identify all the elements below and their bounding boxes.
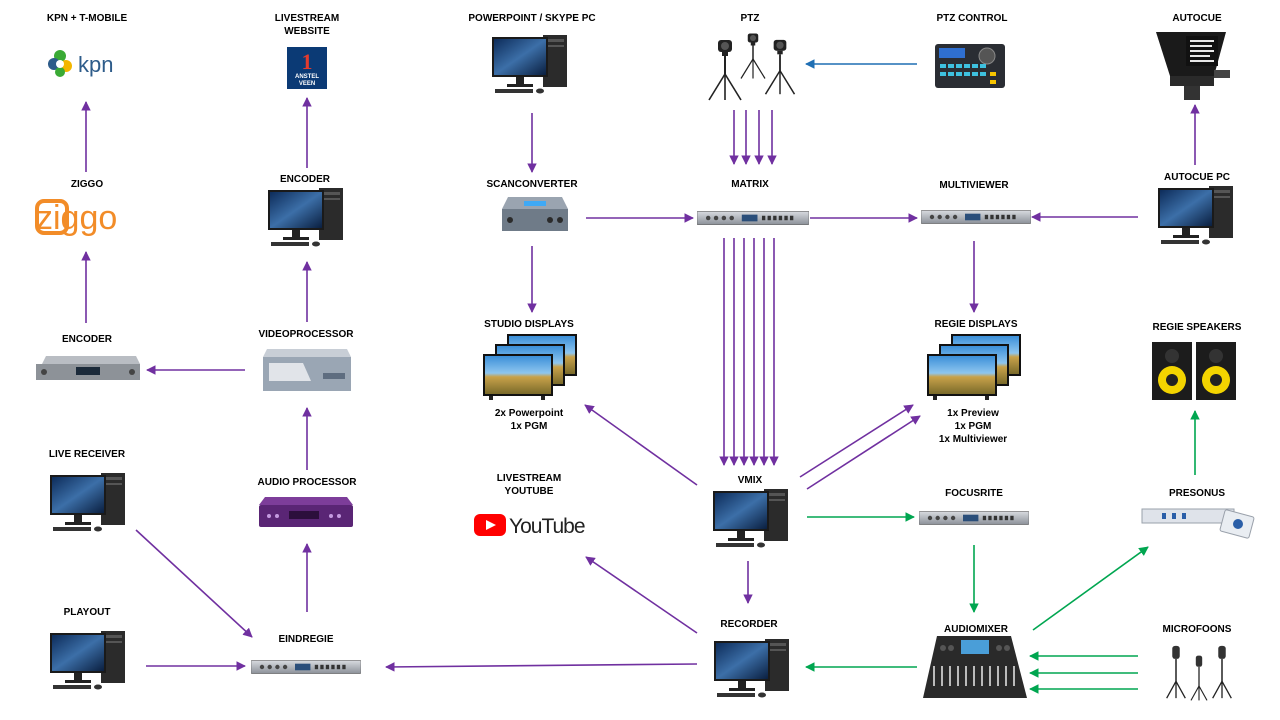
label-ptz: PTZ <box>740 13 760 24</box>
videoprocessor-icon <box>263 349 351 391</box>
label-audiomixer: AUDIOMIXER <box>944 624 1008 635</box>
label-scanconverter: SCANCONVERTER <box>486 179 578 190</box>
regie-displays-note-line1: 1x Preview <box>947 408 999 419</box>
matrix-icon <box>697 210 809 226</box>
kpn-logo-text: kpn <box>78 52 113 77</box>
label-encoder-top: ENCODER <box>279 174 330 185</box>
ziggo-logo-text: ziggo <box>36 199 117 237</box>
arrow-recorder-to-youtube <box>585 556 698 634</box>
label-livestream-youtube-line2: YOUTUBE <box>504 486 554 497</box>
label-livestream-website-line1: LIVESTREAM <box>274 13 340 24</box>
regie-speakers-icon <box>1152 342 1236 400</box>
label-autocue: AUTOCUE <box>1172 13 1222 24</box>
audiomixer-icon <box>923 636 1027 698</box>
ptz-cameras-icon <box>707 32 796 102</box>
regie-displays-note: 1x Preview 1x PGM 1x Multiviewer <box>923 407 1023 446</box>
label-regie-speakers: REGIE SPEAKERS <box>1152 322 1242 333</box>
label-playout: PLAYOUT <box>63 607 111 618</box>
label-audio-processor: AUDIO PROCESSOR <box>257 477 357 488</box>
label-powerpoint-pc: POWERPOINT / SKYPE PC <box>468 13 596 24</box>
powerpoint-pc-icon <box>492 35 567 94</box>
live-receiver-pc-icon <box>50 473 125 532</box>
microphones-icon <box>1165 645 1233 702</box>
label-autocue-pc: AUTOCUE PC <box>1164 172 1230 183</box>
label-videoprocessor: VIDEOPROCESSOR <box>258 329 354 340</box>
arrow-vmix-to-regie-displays-1 <box>799 404 914 478</box>
anstel-veen-number: 1 <box>302 49 313 74</box>
regie-displays-note-line3: 1x Multiviewer <box>938 434 1008 445</box>
label-livestream-website-line2: WEBSITE <box>284 26 330 37</box>
youtube-logo-text: YouTube <box>509 515 585 538</box>
recorder-pc-icon <box>714 639 789 698</box>
label-vmix: VMIX <box>737 475 763 486</box>
vmix-pc-icon <box>713 489 788 548</box>
multiviewer-icon <box>921 209 1031 225</box>
studio-displays-note-line1: 2x Powerpoint <box>494 408 564 419</box>
label-live-receiver: LIVE RECEIVER <box>48 449 126 460</box>
label-microfoons: MICROFOONS <box>1162 624 1232 635</box>
label-kpn-tmobile: KPN + T-MOBILE <box>46 13 128 24</box>
eindregie-icon <box>251 659 361 675</box>
ziggo-logo: ziggo <box>35 199 117 237</box>
studio-displays-note-line2: 1x PGM <box>510 421 548 432</box>
presonus-icon <box>1141 508 1255 539</box>
kpn-logo: kpn <box>48 50 113 77</box>
youtube-logo: YouTube <box>474 514 586 538</box>
anstel-veen-text-1: ANSTEL <box>295 74 319 80</box>
studio-displays-icon <box>483 334 577 400</box>
encoder-pc-icon <box>268 188 343 247</box>
anstel-veen-logo: 1 ANSTEL VEEN <box>287 47 327 89</box>
playout-pc-icon <box>50 631 125 690</box>
arrow-vmix-to-studio-displays <box>584 404 698 486</box>
label-encoder-left: ENCODER <box>61 334 112 345</box>
studio-displays-note: 2x Powerpoint 1x PGM <box>479 407 579 433</box>
focusrite-icon <box>919 510 1029 526</box>
label-eindregie: EINDREGIE <box>278 634 334 645</box>
label-multiviewer: MULTIVIEWER <box>939 180 1009 191</box>
autocue-pc-icon <box>1158 186 1233 245</box>
audio-processor-icon <box>259 497 353 527</box>
label-livestream-website: LIVESTREAM WEBSITE <box>257 12 357 38</box>
label-ptz-control: PTZ CONTROL <box>936 13 1008 24</box>
arrow-audiomixer-to-presonus <box>1032 546 1149 631</box>
ptz-control-icon <box>935 44 1005 88</box>
label-livestream-youtube: LIVESTREAM YOUTUBE <box>479 472 579 498</box>
regie-displays-note-line2: 1x PGM <box>954 421 992 432</box>
label-recorder: RECORDER <box>720 619 778 630</box>
autocue-icon <box>1156 32 1230 100</box>
label-livestream-youtube-line1: LIVESTREAM <box>496 473 562 484</box>
scanconverter-icon <box>502 197 568 231</box>
regie-displays-icon <box>927 334 1021 400</box>
arrow-recorder-to-eindregie <box>385 662 698 672</box>
label-ziggo: ZIGGO <box>70 179 104 190</box>
arrow-vmix-to-regie-displays-2 <box>806 415 921 490</box>
label-regie-displays: REGIE DISPLAYS <box>934 319 1018 330</box>
label-focusrite: FOCUSRITE <box>945 488 1003 499</box>
label-matrix: MATRIX <box>731 179 769 190</box>
label-presonus: PRESONUS <box>1168 488 1226 499</box>
arrow-livereceiver-to-eindregie <box>135 529 253 638</box>
label-studio-displays: STUDIO DISPLAYS <box>484 319 574 330</box>
anstel-veen-text-2: VEEN <box>299 81 315 87</box>
encoder-left-icon <box>36 356 140 380</box>
